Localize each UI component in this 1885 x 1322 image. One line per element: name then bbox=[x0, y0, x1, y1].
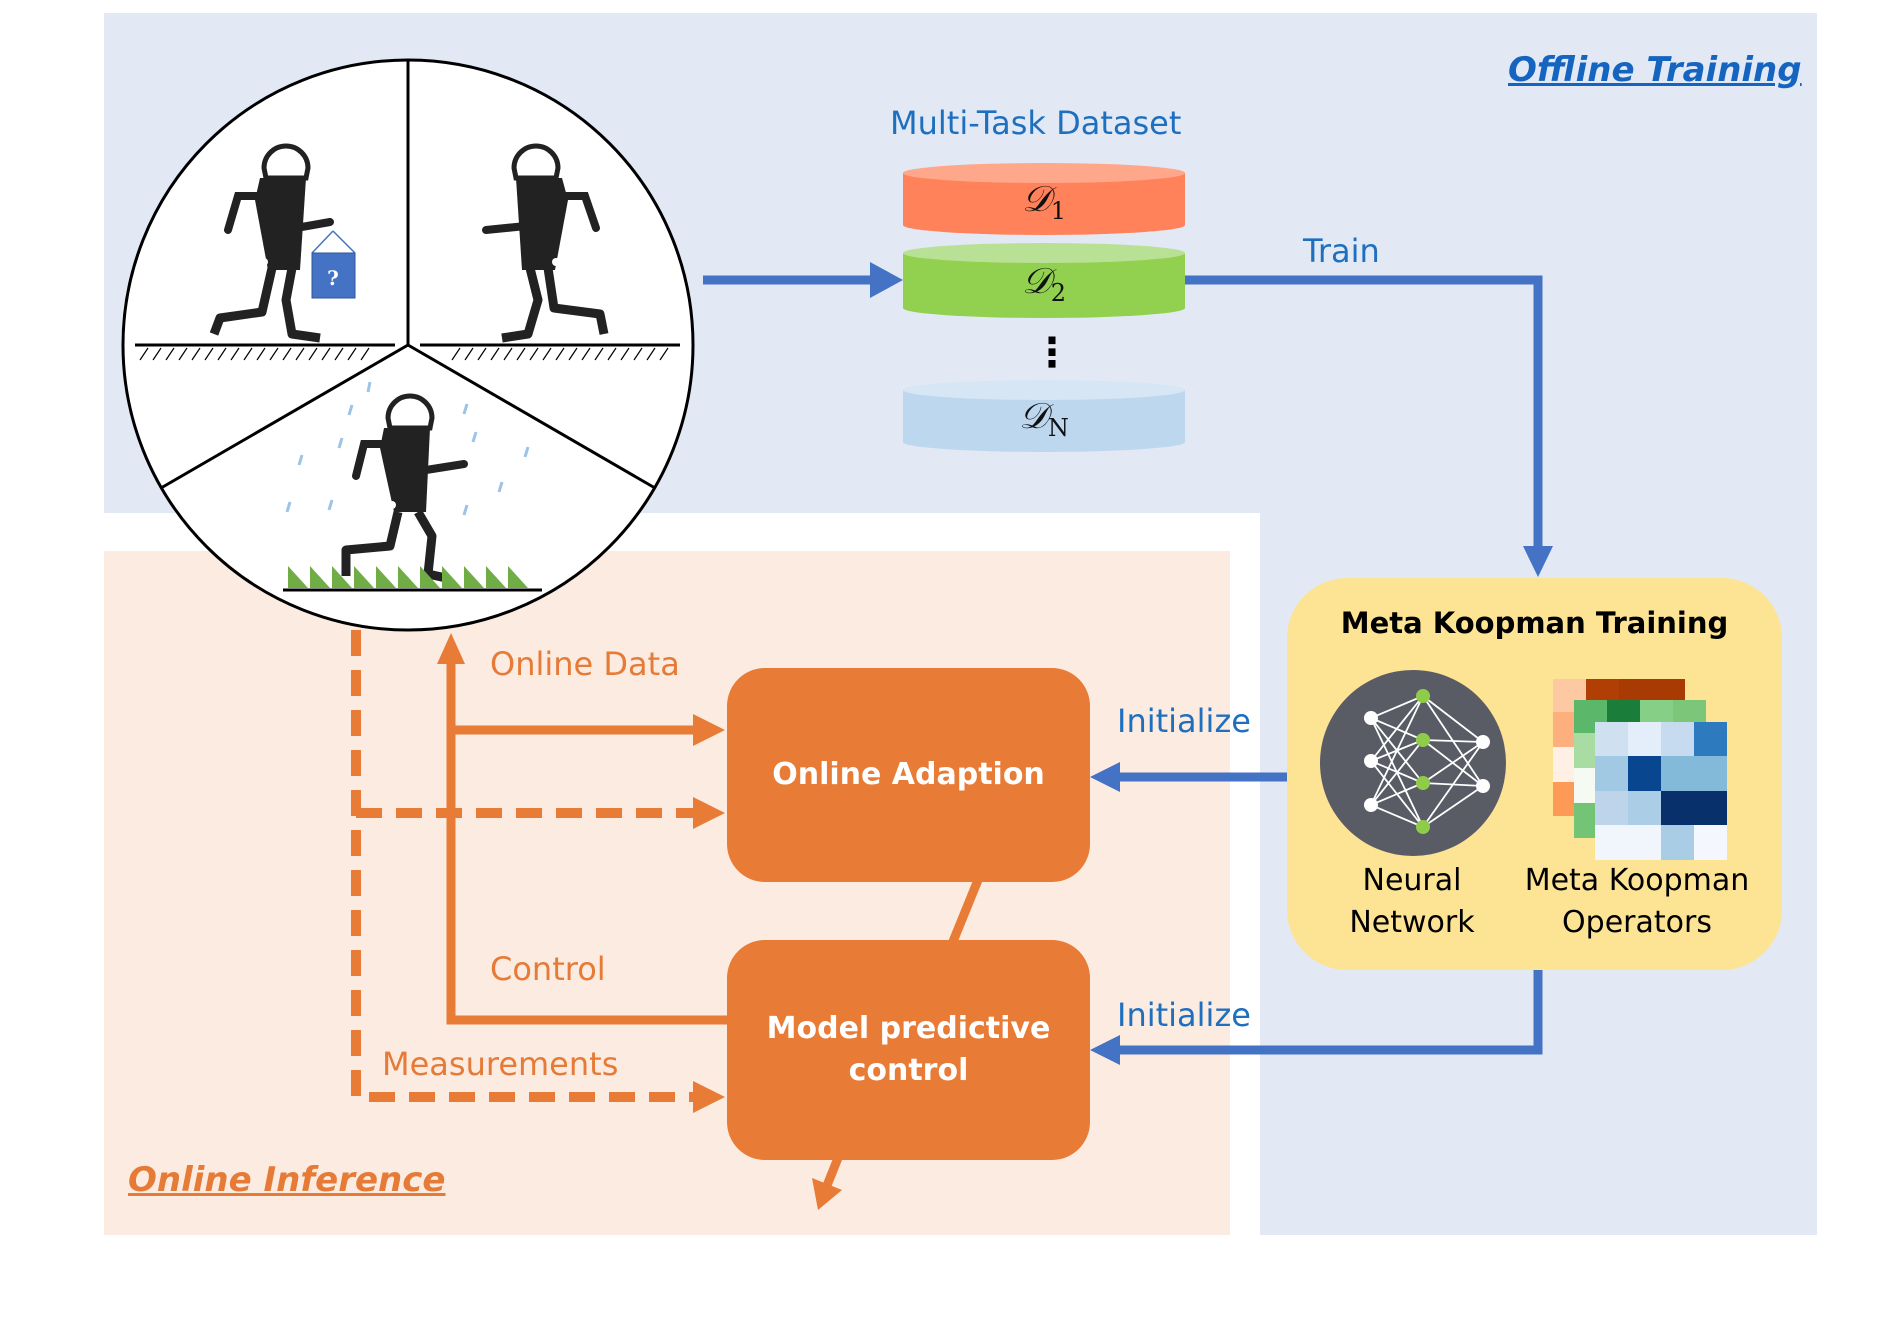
online-data-arrow bbox=[451, 714, 725, 746]
neural-network-icon bbox=[1320, 670, 1506, 856]
koopman-operators-caption: Meta Koopman Operators bbox=[1512, 860, 1762, 944]
cylinder-top bbox=[903, 163, 1185, 183]
cylinder-top bbox=[903, 243, 1185, 263]
train-label: Train bbox=[1303, 232, 1380, 270]
measurements-to-adaption-dashed-arrow bbox=[356, 797, 725, 829]
scenarios-to-dataset-arrow bbox=[703, 262, 903, 298]
neural-network-caption: Neural Network bbox=[1327, 860, 1497, 944]
initialize-label-1: Initialize bbox=[1117, 702, 1251, 740]
dataset-label-2: 𝒟2 bbox=[1021, 261, 1066, 308]
model-predictive-control-block: Model predictive control bbox=[727, 940, 1090, 1160]
train-arrow bbox=[1185, 275, 1553, 577]
meta-koopman-graphics bbox=[1320, 670, 1727, 860]
mpc-label: Model predictive control bbox=[767, 1008, 1051, 1092]
cylinder-top bbox=[903, 380, 1185, 400]
control-label: Control bbox=[490, 950, 606, 988]
dataset-ellipsis: ⋮ bbox=[1032, 330, 1072, 376]
dataset-title: Multi-Task Dataset bbox=[890, 104, 1182, 142]
adaption-mpc-link bbox=[947, 878, 983, 946]
online-adaption-label: Online Adaption bbox=[772, 757, 1045, 792]
initialize-label-2: Initialize bbox=[1117, 996, 1251, 1034]
initialize-online-adaption-arrow bbox=[1090, 762, 1290, 792]
mpc-label-line-2: control bbox=[848, 1053, 969, 1088]
operator-matrix-blue bbox=[1595, 722, 1727, 860]
koopman-operators-caption-line-2: Operators bbox=[1562, 905, 1712, 940]
neural-network-caption-line-1: Neural bbox=[1362, 863, 1462, 898]
mpc-output-arrow bbox=[812, 1156, 843, 1210]
measurements-dashed-line bbox=[351, 630, 725, 1113]
dataset-label-n: 𝒟N bbox=[1019, 396, 1069, 443]
meta-koopman-title: Meta Koopman Training bbox=[1340, 606, 1729, 640]
offline-training-title: Offline Training bbox=[1508, 50, 1802, 90]
initialize-mpc-arrow bbox=[1090, 970, 1543, 1065]
control-line bbox=[437, 633, 727, 1025]
online-data-label: Online Data bbox=[490, 645, 680, 683]
cylinder-body bbox=[903, 253, 1185, 318]
koopman-operators-icon bbox=[1553, 679, 1727, 860]
meta-koopman-training-block: Meta Koopman Training bbox=[1287, 578, 1782, 970]
online-inference-title: Online Inference bbox=[128, 1160, 446, 1200]
dataset-cylinder-1: 𝒟1 bbox=[903, 163, 1185, 235]
mpc-label-line-1: Model predictive bbox=[766, 1011, 1051, 1046]
measurements-label: Measurements bbox=[382, 1045, 619, 1083]
cylinder-body bbox=[903, 390, 1185, 452]
dataset-cylinder-n: 𝒟N bbox=[903, 380, 1185, 452]
neural-network-caption-line-2: Network bbox=[1349, 905, 1475, 940]
koopman-operators-caption-line-1: Meta Koopman bbox=[1524, 863, 1750, 898]
dataset-label-1: 𝒟1 bbox=[1021, 179, 1066, 226]
online-adaption-block: Online Adaption bbox=[727, 668, 1090, 882]
dataset-cylinder-2: 𝒟2 bbox=[903, 243, 1185, 318]
cylinder-body bbox=[903, 173, 1185, 235]
